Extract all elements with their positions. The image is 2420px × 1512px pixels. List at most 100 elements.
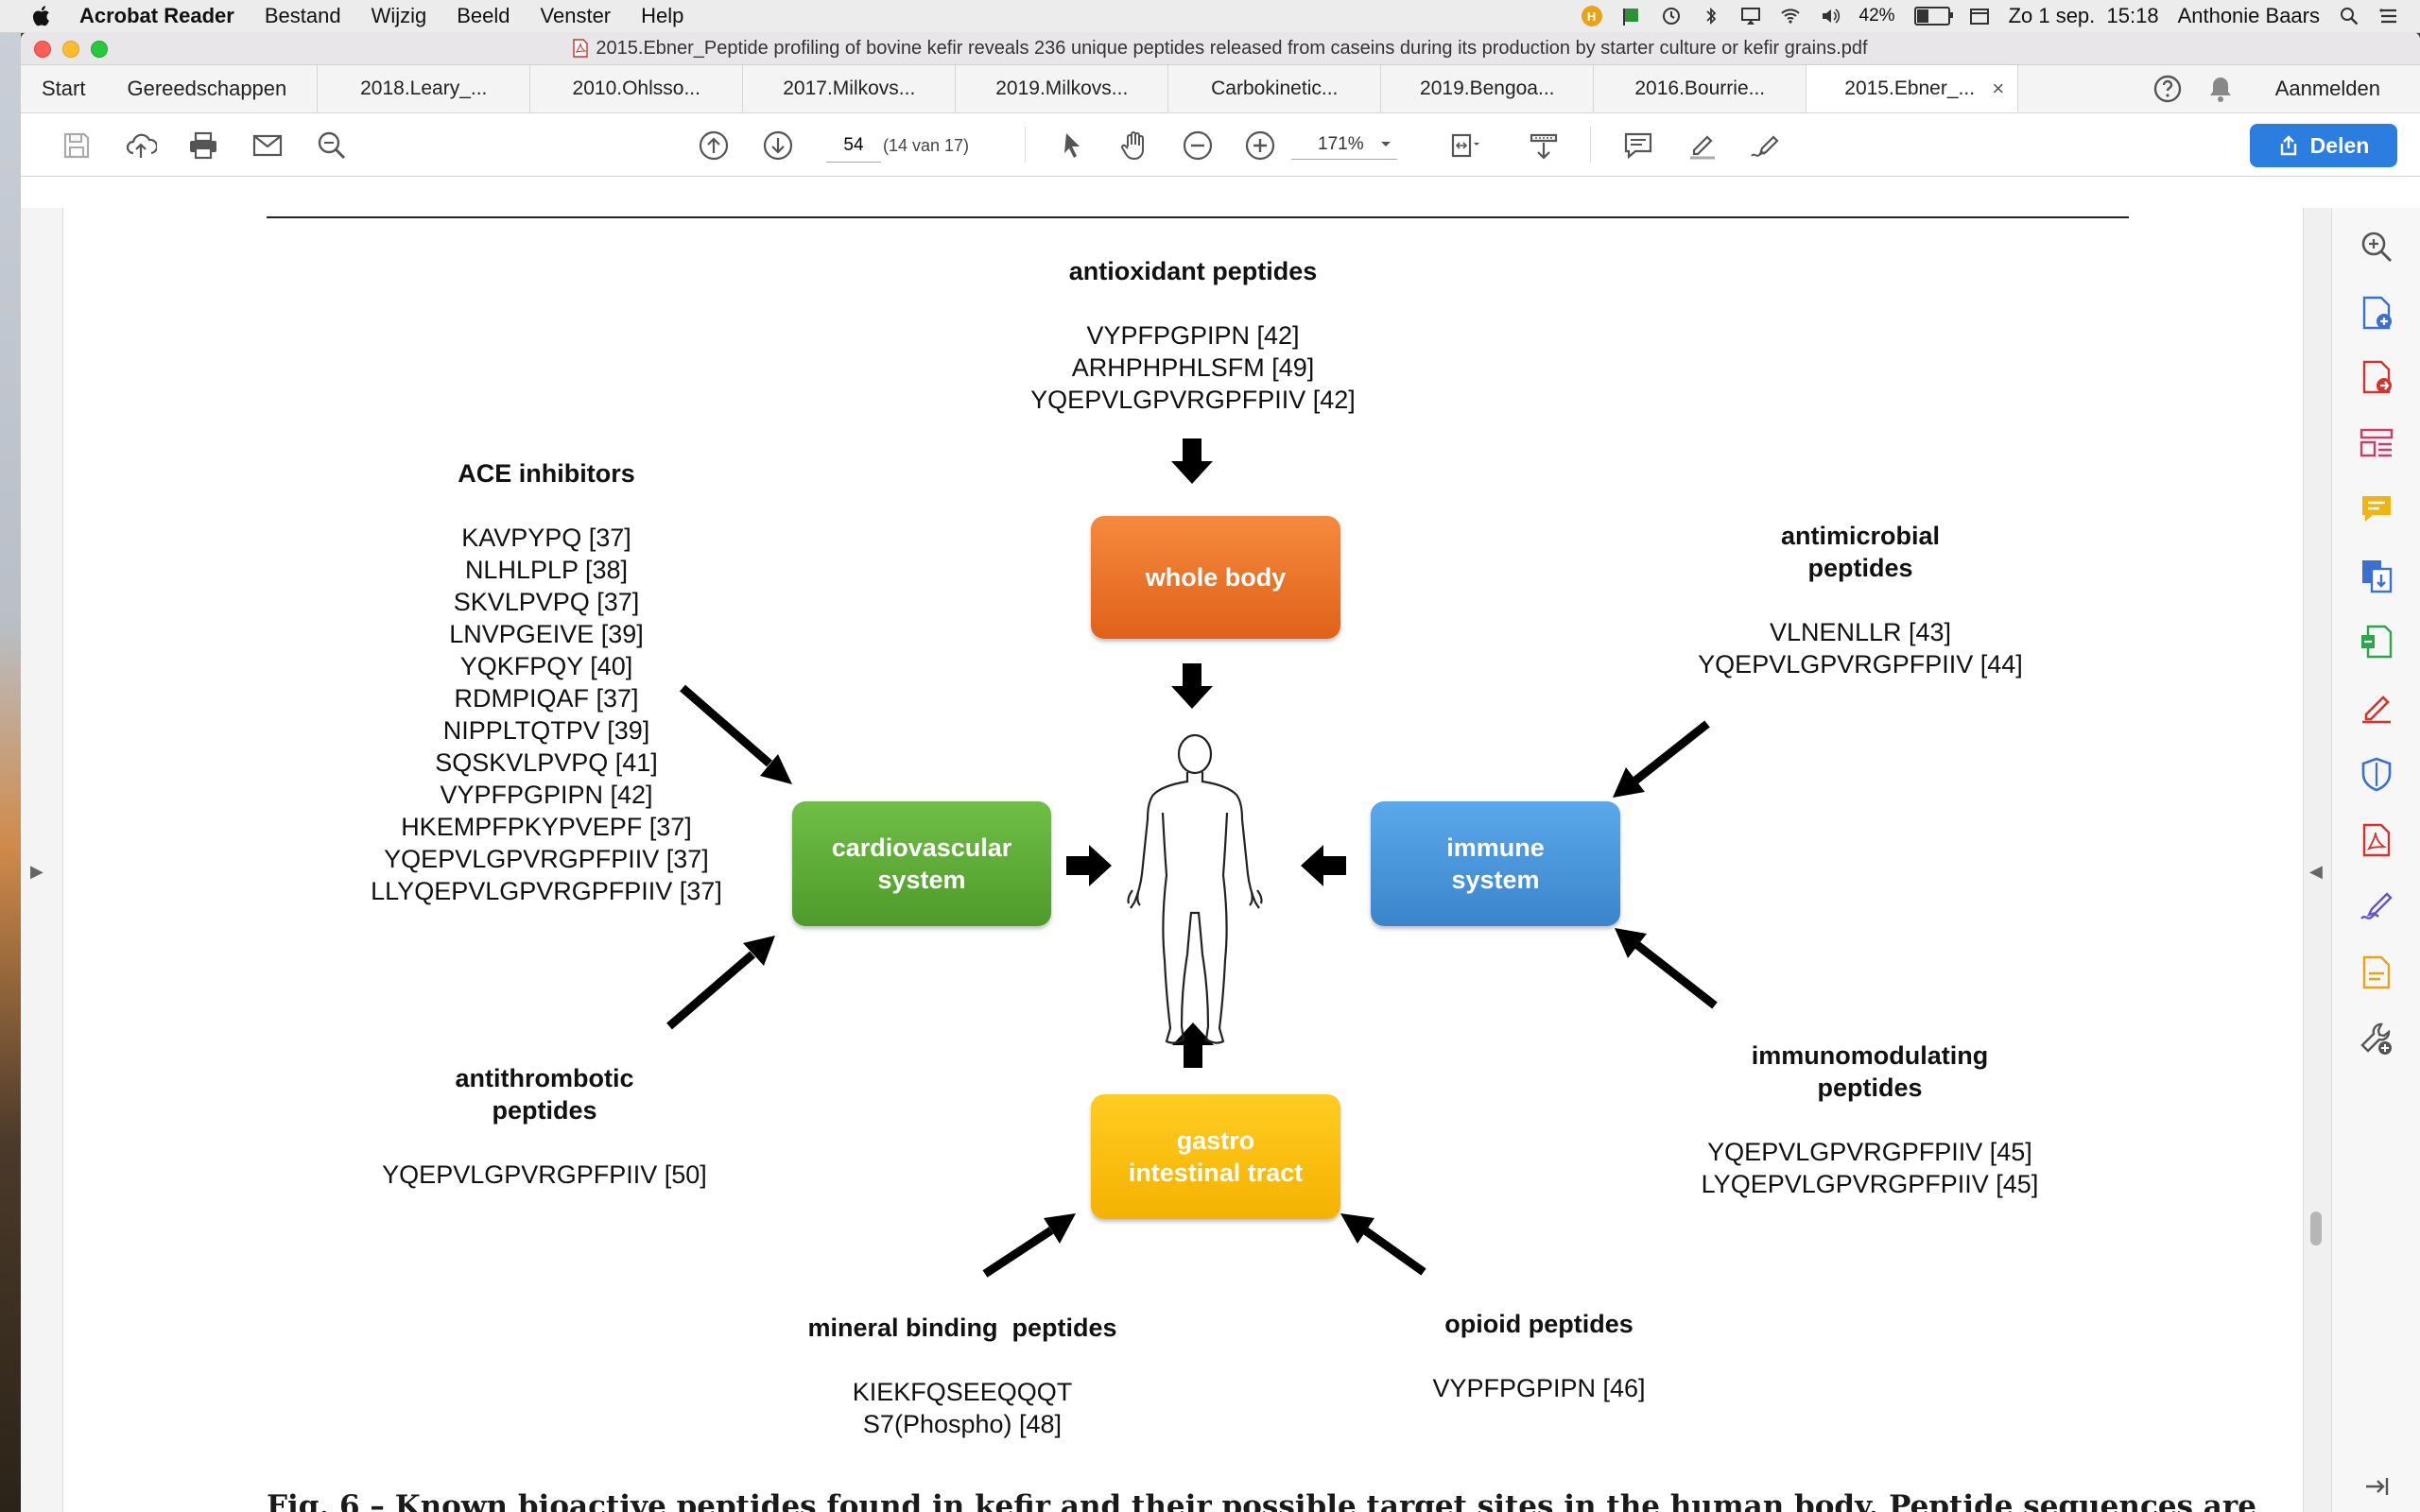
toolbar-divider (1590, 127, 1591, 163)
tab-tools[interactable]: Gereedschappen (106, 65, 319, 112)
document-tab[interactable]: 2016.Bourrie... (1594, 65, 1807, 112)
notifications-bell-icon[interactable] (2194, 75, 2247, 103)
page-down-icon[interactable] (762, 129, 794, 162)
hand-icon[interactable] (1119, 129, 1151, 162)
document-viewport[interactable]: ▶ (21, 208, 2420, 1512)
help-icon[interactable] (2141, 74, 2194, 104)
send-review-icon[interactable] (2359, 954, 2394, 990)
create-pdf-icon[interactable] (2359, 295, 2394, 331)
status-app-badge-icon[interactable]: H (1581, 6, 1602, 26)
pdf-icon[interactable] (2359, 822, 2394, 858)
document-tab[interactable]: 2018.Leary_... (318, 65, 531, 112)
minimize-window-button[interactable] (62, 41, 79, 58)
maximize-window-button[interactable] (91, 41, 108, 58)
vertical-scrollbar-thumb[interactable] (2310, 1211, 2322, 1246)
close-tab-icon[interactable]: × (1992, 76, 2005, 100)
antioxidant-title: antioxidant peptides (1068, 257, 1318, 285)
bluetooth-icon[interactable] (1701, 7, 1721, 26)
flag-icon[interactable] (1621, 7, 1642, 26)
opioid-title: opioid peptides (1444, 1310, 1634, 1338)
notification-center-icon[interactable] (2378, 7, 2399, 26)
tab-start[interactable]: Start (42, 77, 86, 100)
arrow-opioid-to-gastro (1340, 1213, 1426, 1276)
ace-seq: NIPPLTQTPV [39] (442, 716, 650, 745)
menu-help[interactable]: Help (641, 4, 684, 27)
menu-venster[interactable]: Venster (540, 4, 612, 27)
sign-icon[interactable] (1749, 129, 1781, 162)
collapse-panel-icon[interactable] (2359, 1469, 2394, 1504)
left-nav-pane-collapsed: ▶ (21, 208, 63, 1512)
arrow-immunomodulating-to-immune (1615, 928, 1718, 1009)
cardiovascular-box: cardiovascular system (792, 801, 1051, 926)
volume-icon[interactable] (1820, 7, 1841, 26)
menu-bestand[interactable]: Bestand (264, 4, 341, 27)
battery-percent: 42% (1858, 6, 1895, 26)
close-window-button[interactable] (34, 41, 51, 58)
cardiovascular-label: cardiovascular (831, 833, 1012, 862)
scroll-mode-icon[interactable] (1528, 129, 1560, 162)
zoom-level-value: 171% (1318, 133, 1364, 154)
document-tab[interactable]: 2019.Milkovs... (956, 65, 1169, 112)
signin-link[interactable]: Aanmelden (2274, 77, 2380, 100)
antithrombotic-title: antithrombotic peptides (365, 1062, 724, 1126)
wifi-icon[interactable] (1780, 7, 1801, 26)
menubar-datetime[interactable]: Zo 1 sep. 15:18 (2008, 4, 2159, 27)
ace-seq: KAVPYPQ [37] (461, 524, 631, 552)
highlight-pen-icon[interactable] (1686, 129, 1719, 162)
select-arrow-icon[interactable] (1057, 129, 1089, 162)
combine-files-icon[interactable] (2359, 558, 2394, 593)
upload-cloud-icon[interactable] (125, 129, 157, 162)
document-tab[interactable]: 2010.Ohlsso... (530, 65, 744, 112)
spotlight-search-icon[interactable] (2339, 7, 2360, 26)
calendar-icon[interactable] (1969, 7, 1990, 26)
immunomodulating-seq: LYQEPVLGPVRGPFPIIV [45] (1701, 1170, 2039, 1198)
arrow-antioxidant-to-body (1171, 438, 1213, 484)
comment-tool-icon[interactable] (2359, 491, 2394, 527)
document-tab-active[interactable]: 2015.Ebner_... × (1806, 65, 2019, 112)
save-icon[interactable] (60, 129, 93, 162)
zoom-level-select[interactable]: 171% (1291, 129, 1397, 160)
export-pdf-icon[interactable] (2359, 359, 2394, 395)
menu-app-name[interactable]: Acrobat Reader (79, 4, 234, 27)
battery-icon[interactable] (1913, 7, 1953, 26)
airplay-icon[interactable] (1740, 7, 1761, 26)
time-machine-icon[interactable] (1661, 7, 1682, 26)
antioxidant-seq: ARHPHPHLSFM [49] (1071, 353, 1315, 382)
mail-icon[interactable] (251, 129, 284, 162)
page-up-icon[interactable] (698, 129, 730, 162)
menu-wijzig[interactable]: Wijzig (371, 4, 427, 27)
sign-request-icon[interactable] (2359, 888, 2394, 924)
ace-seq: NLHLPLP [38] (464, 556, 629, 584)
comment-icon[interactable] (1622, 129, 1654, 162)
fill-sign-icon[interactable] (2359, 690, 2394, 726)
document-tab[interactable]: 2019.Bengoa... (1381, 65, 1595, 112)
more-tools-icon[interactable] (2359, 1021, 2394, 1057)
document-tab-label: 2015.Ebner_... (1844, 77, 1976, 99)
zoom-in-icon[interactable] (1244, 129, 1276, 162)
edit-pdf-icon[interactable] (2359, 624, 2394, 660)
page-number-input[interactable] (826, 129, 881, 163)
menu-beeld[interactable]: Beeld (457, 4, 510, 27)
share-label: Delen (2309, 132, 2370, 158)
document-tab[interactable]: 2017.Milkovs... (743, 65, 957, 112)
expand-left-pane-icon[interactable]: ▶ (30, 862, 43, 881)
fit-page-icon[interactable] (1448, 129, 1480, 162)
search-icon[interactable] (316, 129, 348, 162)
menubar-user[interactable]: Anthonie Baars (2177, 4, 2320, 27)
antithrombotic-seq: YQEPVLGPVRGPFPIIV [50] (382, 1160, 707, 1189)
zoom-tool-icon[interactable] (2359, 229, 2394, 265)
organize-pages-icon[interactable] (2359, 425, 2394, 461)
protect-icon[interactable] (2359, 756, 2394, 792)
human-body-figure (1127, 733, 1263, 1044)
mineral-seq: KIEKFQSEEQQQT (852, 1378, 1073, 1406)
share-button[interactable]: Delen (2250, 124, 2397, 167)
print-icon[interactable] (187, 129, 219, 162)
immune-label: immune (1446, 833, 1545, 862)
zoom-out-icon[interactable] (1182, 129, 1214, 162)
antimicrobial-title-line: antimicrobial (1780, 522, 1941, 550)
collapse-right-pane-icon[interactable]: ◀ (2309, 862, 2323, 881)
apple-icon[interactable] (30, 5, 51, 27)
window-controls (34, 41, 108, 58)
figure-arrows (666, 438, 1718, 1278)
document-tab[interactable]: Carbokinetic... (1168, 65, 1382, 112)
